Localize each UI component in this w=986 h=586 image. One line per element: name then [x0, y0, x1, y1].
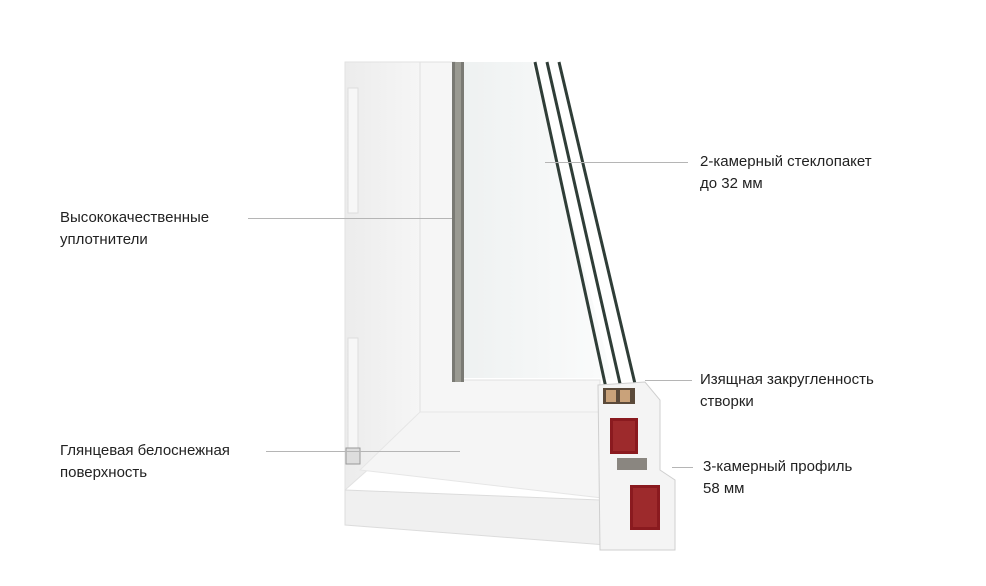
callout-text: створки [700, 393, 754, 410]
leader-glass-unit [545, 162, 688, 163]
callout-text: поверхность [60, 464, 148, 481]
leader-profile [672, 467, 693, 468]
glass-pane [557, 61, 638, 389]
callout-text: Глянцевая белоснежная [60, 442, 230, 459]
callout-seals: Высококачественные уплотнители [60, 207, 209, 251]
callout-surface: Глянцевая белоснежная поверхность [60, 440, 230, 484]
callout-text: Высококачественные [60, 209, 210, 226]
hinge-top [347, 87, 359, 214]
callout-text: уплотнители [60, 231, 148, 248]
hinge-bottom [347, 337, 359, 459]
glass-unit [462, 62, 612, 378]
leader-seals [248, 218, 452, 219]
callout-profile: 3-камерный профиль 58 мм [703, 456, 852, 500]
callout-text: 58 мм [703, 480, 745, 497]
callout-text: Изящная закругленность [700, 371, 874, 388]
callout-text: 2-камерный стеклопакет [700, 153, 872, 170]
glass-pane [545, 61, 623, 389]
callout-text: до 32 мм [700, 175, 763, 192]
leader-sash-rounding [645, 380, 692, 381]
callout-text: 3-камерный профиль [703, 458, 853, 475]
glass-pane [533, 61, 608, 389]
leader-surface [266, 451, 460, 452]
callout-sash-rounding: Изящная закругленность створки [700, 369, 874, 413]
callout-glass-unit: 2-камерный стеклопакет до 32 мм [700, 151, 872, 195]
